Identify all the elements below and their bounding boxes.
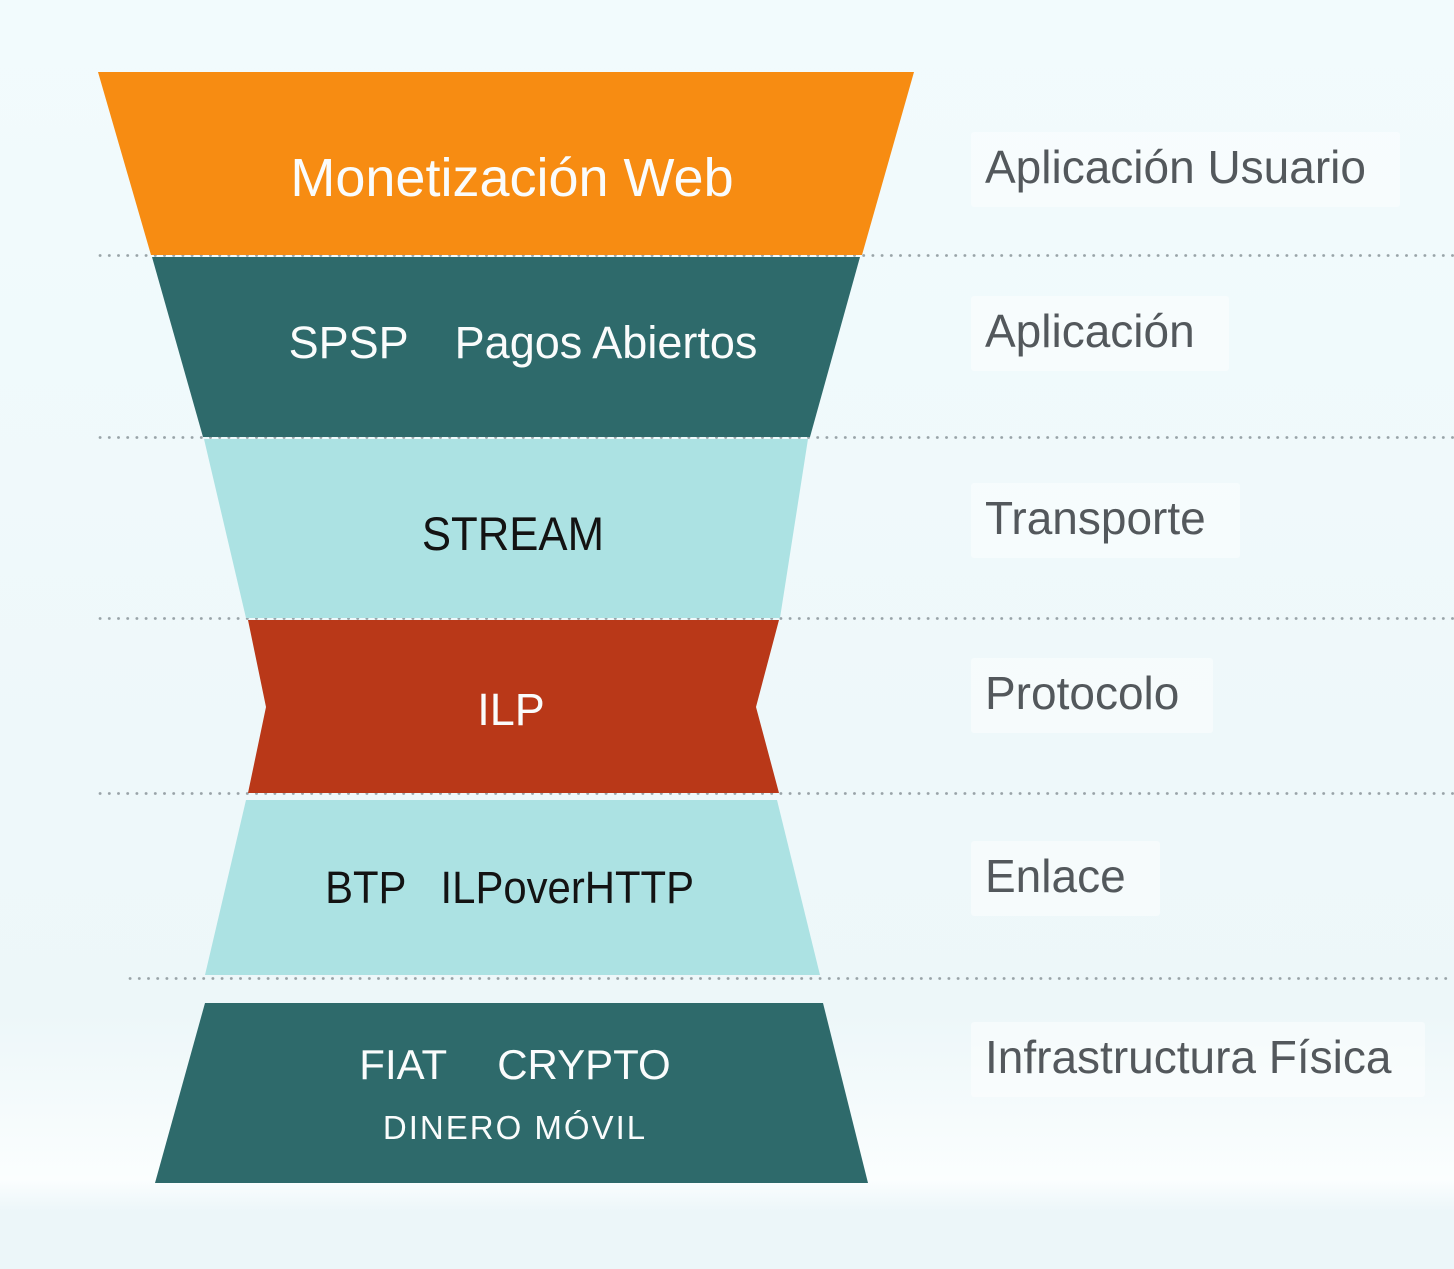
side-label-transporte: Transporte [971,483,1240,559]
infra-fiat: FIAT [359,1041,448,1088]
side-label-enlace: Enlace [971,841,1160,917]
layer-shape-stream [204,439,808,618]
side-label-aplicacion-usuario: Aplicación Usuario [971,132,1400,208]
layer-shape-infraestructura [155,1003,868,1183]
layer-label-monetizacion-web: Monetización Web [156,140,868,216]
side-label-aplicacion: Aplicación [971,296,1229,372]
layer-text: Monetización Web [290,148,734,208]
infra-crypto: CRYPTO [497,1041,671,1088]
side-label-protocolo: Protocolo [971,658,1214,734]
protocol-ilp: ILP [477,684,545,735]
layer-label-spsp-pagos: SPSP Pagos Abiertos [203,305,843,381]
infra-line-2: DINERO MÓVIL [382,1109,648,1146]
layer-shape-spsp-pagos [152,257,860,437]
layer-label-infraestructura: FIAT CRYPTO DINERO MÓVIL [205,1032,825,1156]
protocol-spsp: SPSP [288,317,409,368]
side-label-infrastructura-fisica: Infrastructura Física [971,1022,1426,1098]
infra-line-1: FIAT CRYPTO [359,1041,670,1089]
protocol-pagos-abiertos: Pagos Abiertos [454,317,758,368]
layer-shape-monetizacion-web [98,72,914,255]
layer-label-ilp: ILP [266,675,756,745]
protocol-ilpoverhttp: ILPoverHTTP [441,862,695,913]
layer-label-btp-ilpoverhttp: BTP ILPoverHTTP [246,853,780,923]
layer-shape-ilp [248,620,779,793]
layer-label-stream: STREAM [246,498,780,568]
protocol-stream: STREAM [421,506,605,560]
protocol-btp: BTP [325,862,407,913]
layer-shape-btp [205,800,820,975]
